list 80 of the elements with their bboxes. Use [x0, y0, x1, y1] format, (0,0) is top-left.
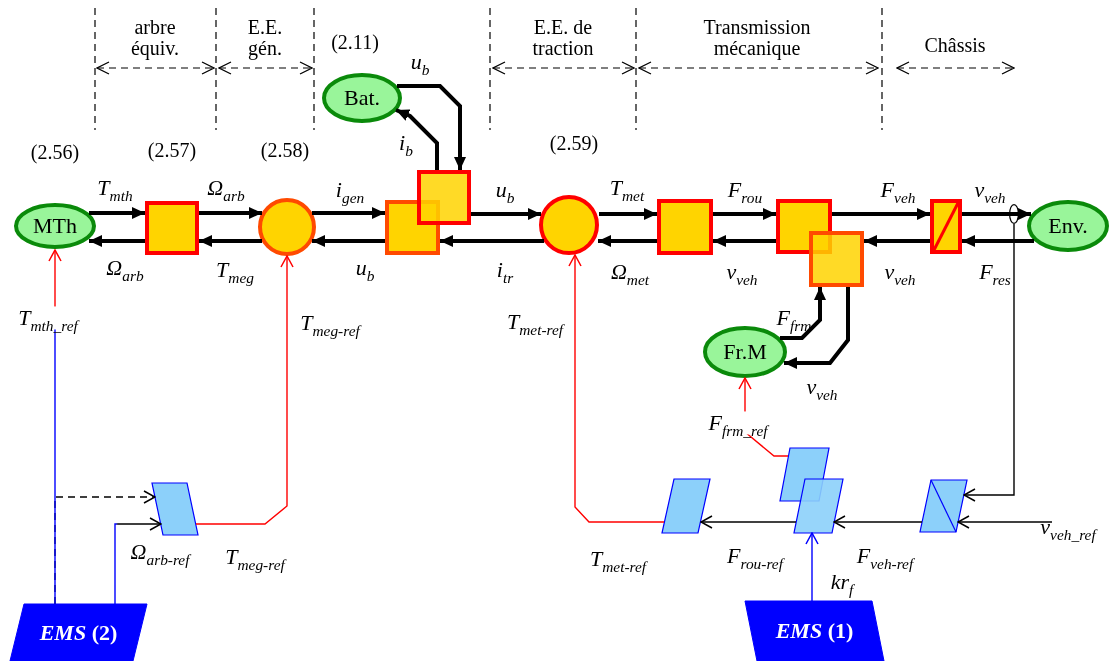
signal-arrow — [700, 515, 797, 529]
section-label: Châssis — [924, 34, 986, 56]
node-label: Env. — [1048, 215, 1088, 237]
variable-label: v$_{veh}$ — [806, 375, 838, 399]
conversion-circle — [539, 195, 599, 255]
equation-number: (2.59) — [549, 132, 599, 154]
section-label: E.E. de traction — [531, 17, 595, 59]
signal-arrow — [963, 223, 1015, 502]
power-arrow — [832, 208, 930, 220]
power-arrow — [312, 235, 385, 247]
variable-label: Ω$_{met}$ — [610, 260, 650, 284]
node-label: EMS (2) — [39, 621, 118, 644]
variable-label: F$_{veh}$ — [880, 178, 916, 202]
equation-number: (2.11) — [331, 31, 379, 53]
variable-label: Ω$_{arb}$ — [207, 176, 245, 200]
variable-label: i$_{tr}$ — [496, 258, 514, 282]
power-arrow — [199, 207, 262, 219]
variable-label: T$_{met}$ — [609, 176, 645, 200]
strategy-block — [745, 601, 884, 661]
variable-label: u$_{b}$ — [495, 178, 515, 202]
converter-block — [930, 199, 962, 254]
sensor-symbol — [1009, 204, 1019, 224]
variable-label: u$_{b}$ — [410, 50, 430, 74]
variable-label: v$_{veh}$ — [726, 260, 758, 284]
signal-arrow — [805, 532, 819, 602]
variable-label: F$_{rou}$ — [727, 178, 763, 202]
power-arrow — [713, 235, 776, 247]
variable-label: Ω$_{arb}$ — [106, 256, 144, 280]
power-arrow — [199, 235, 262, 247]
node-label: Bat. — [343, 87, 381, 109]
equation-number: (2.57) — [147, 139, 197, 161]
power-arrow — [962, 235, 1034, 247]
power-arrow — [599, 208, 657, 220]
power-arrow — [89, 235, 145, 247]
power-arrow — [397, 84, 466, 170]
source-ellipse — [1027, 200, 1109, 252]
signal-arrow — [957, 515, 1053, 529]
variable-label: F$_{res}$ — [979, 260, 1011, 284]
power-arrow — [598, 235, 657, 247]
power-arrow — [89, 207, 145, 219]
signal-arrow — [568, 254, 665, 523]
signal-arrow — [833, 515, 923, 529]
power-arrow — [784, 287, 850, 369]
conversion-circle — [258, 198, 316, 256]
control-parallelogram — [794, 479, 843, 533]
signal-arrow — [114, 517, 162, 605]
equation-number: (2.58) — [260, 139, 310, 161]
signal-arrow — [48, 249, 62, 605]
power-arrow — [713, 208, 776, 220]
variable-label: v$_{veh}$ — [974, 178, 1006, 202]
section-label: E.E. gén. — [246, 17, 284, 59]
accumulation-square — [657, 199, 713, 255]
power-arrow — [962, 208, 1031, 220]
section-label: Transmission mécanique — [702, 17, 812, 59]
power-arrow — [780, 287, 826, 340]
signal-arrow — [195, 255, 294, 525]
power-arrow — [864, 235, 930, 247]
section-label: arbre équiv. — [129, 17, 181, 59]
source-ellipse — [703, 326, 787, 378]
variable-label: i$_{b}$ — [399, 131, 413, 155]
variable-label: T$_{mth}$ — [97, 176, 133, 200]
coupling-square — [809, 231, 864, 287]
node-label: EMS (1) — [775, 620, 854, 642]
control-parallelogram — [920, 480, 967, 532]
power-arrow — [440, 235, 544, 247]
equation-number: (2.56) — [30, 141, 80, 163]
control-parallelogram — [662, 479, 710, 533]
strategy-block — [10, 604, 147, 661]
power-arrow — [471, 208, 541, 220]
source-ellipse — [322, 73, 402, 123]
accumulation-square — [145, 201, 199, 255]
node-label: Fr.M — [723, 341, 767, 363]
coupling-square — [417, 170, 471, 225]
node-label: MTh — [33, 215, 77, 237]
control-parallelogram — [152, 483, 198, 535]
variable-label: u$_{b}$ — [355, 256, 375, 280]
source-ellipse — [14, 203, 96, 249]
variable-label: v$_{veh}$ — [884, 260, 916, 284]
power-arrow — [395, 108, 439, 170]
power-arrow — [312, 207, 385, 219]
